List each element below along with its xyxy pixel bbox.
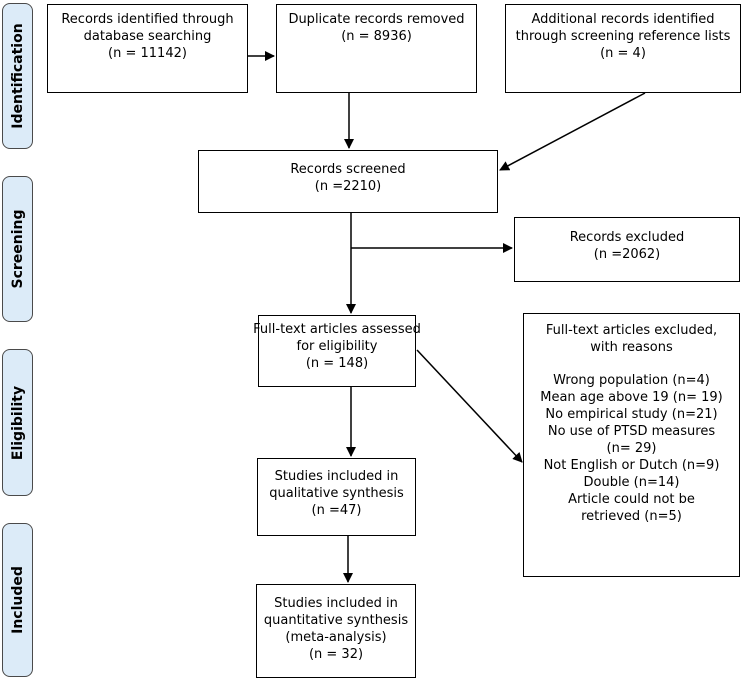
duplicates-removed-line-1: Duplicate records removed xyxy=(288,12,465,27)
quantitative-synthesis-line-1: Studies included in xyxy=(274,596,398,611)
exclusion-reason: (n= 29) xyxy=(606,441,657,456)
exclusion-reason: Article could not be xyxy=(568,492,695,507)
stage-screening: Screening xyxy=(2,176,33,322)
stage-included: Included xyxy=(2,523,33,677)
stage-eligibility: Eligibility xyxy=(2,349,33,496)
qualitative-synthesis-line-1: Studies included in xyxy=(274,469,399,484)
qualitative-synthesis-line-2: qualitative synthesis xyxy=(269,486,404,501)
arrow-fulltext-to-fulltext-excluded xyxy=(416,349,523,463)
fulltext-assessed-box: Full-text articles assessed for eligibil… xyxy=(253,315,421,387)
quantitative-synthesis-box: Studies included in quantitative synthes… xyxy=(256,584,416,678)
additional-records-line-1: Additional records identified xyxy=(531,12,715,27)
records-screened-count: (n =2210) xyxy=(314,179,382,194)
exclusion-reason: Wrong population (n=4) xyxy=(553,373,710,388)
arrow-additional-to-screened xyxy=(499,92,646,171)
exclusion-reason: Double (n=14) xyxy=(583,475,680,490)
duplicates-removed-count: (n = 8936) xyxy=(341,29,412,44)
fulltext-excluded-header-2: with reasons xyxy=(590,340,673,355)
exclusion-reason: No use of PTSD measures xyxy=(547,424,716,439)
fulltext-excluded-box: Full-text articles excluded, with reason… xyxy=(523,313,740,577)
qualitative-synthesis-box: Studies included in qualitative synthesi… xyxy=(257,458,416,536)
records-identified-line-1: Records identified through xyxy=(61,12,234,27)
duplicates-removed-box: Duplicate records removed (n = 8936) xyxy=(276,4,477,93)
fulltext-excluded-header-1: Full-text articles excluded, xyxy=(545,323,718,338)
exclusion-reason: Not English or Dutch (n=9) xyxy=(543,458,720,473)
records-identified-count: (n = 11142) xyxy=(108,46,187,61)
records-excluded-box: Records excluded (n =2062) xyxy=(514,217,740,282)
additional-records-count: (n = 4) xyxy=(600,46,646,61)
fulltext-assessed-line-1: Full-text articles assessed xyxy=(253,322,421,337)
fulltext-assessed-count: (n = 148) xyxy=(305,356,369,371)
additional-records-line-2: through screening reference lists xyxy=(515,29,731,44)
records-screened-line-1: Records screened xyxy=(290,162,406,177)
quantitative-synthesis-line-2: quantitative synthesis xyxy=(263,613,409,628)
exclusion-reason: retrieved (n=5) xyxy=(581,509,682,524)
quantitative-synthesis-line-3: (meta-analysis) xyxy=(285,630,387,645)
additional-records-box: Additional records identified through sc… xyxy=(505,4,741,93)
stage-identification: Identification xyxy=(2,3,33,149)
records-excluded-count: (n =2062) xyxy=(593,247,661,262)
records-screened-box: Records screened (n =2210) xyxy=(198,150,498,213)
exclusion-reason: No empirical study (n=21) xyxy=(545,407,718,422)
records-excluded-line-1: Records excluded xyxy=(569,230,685,245)
exclusion-reason: Mean age above 19 (n= 19) xyxy=(540,390,723,405)
qualitative-synthesis-count: (n =47) xyxy=(311,503,362,518)
records-identified-box: Records identified through database sear… xyxy=(47,4,248,93)
quantitative-synthesis-count: (n = 32) xyxy=(308,647,364,662)
fulltext-assessed-line-2: for eligibility xyxy=(296,339,378,354)
records-identified-line-2: database searching xyxy=(83,29,212,44)
